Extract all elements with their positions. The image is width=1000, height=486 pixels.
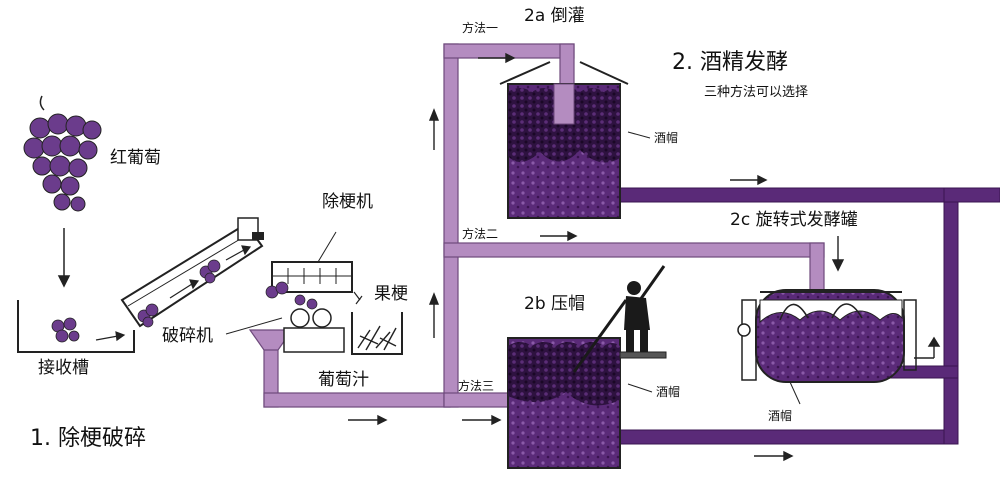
title-punchdown: 2b 压帽 <box>524 294 586 314</box>
title-rotary: 2c 旋转式发酵罐 <box>730 210 858 230</box>
fermentation-note: 三种方法可以选择 <box>704 85 809 100</box>
destemmer-machine <box>248 261 353 353</box>
label-stems: 果梗 <box>374 284 408 304</box>
flow-arrows <box>348 52 794 462</box>
label-destemmer: 除梗机 <box>322 192 373 212</box>
grape-bunch-icon <box>23 95 102 212</box>
section-title-stemming: 1. 除梗破碎 <box>30 426 146 451</box>
pipe-network <box>263 43 825 408</box>
label-grape-juice: 葡萄汁 <box>318 370 369 390</box>
section-title-fermentation: 2. 酒精发酵 <box>672 50 788 75</box>
label-cap-a: 酒帽 <box>654 131 679 145</box>
conveyor-elevator <box>120 217 264 328</box>
rotary-fermenter <box>737 236 941 383</box>
label-red-grapes: 红葡萄 <box>110 148 161 168</box>
worker-figure <box>624 281 650 352</box>
tank-punchdown <box>507 265 667 469</box>
label-leaders <box>225 131 801 405</box>
wine-output-pipes <box>617 187 1000 445</box>
label-cap-b: 酒帽 <box>656 385 681 399</box>
label-receiving-trough: 接收槽 <box>38 358 89 378</box>
label-method-one: 方法一 <box>462 21 499 35</box>
label-crusher: 破碎机 <box>162 326 213 346</box>
label-cap-c: 酒帽 <box>768 409 793 423</box>
label-method-two: 方法二 <box>462 227 499 241</box>
tank-pumpover <box>499 61 629 219</box>
stems-bin <box>351 291 403 355</box>
arrow-down-icon <box>57 228 71 288</box>
title-pumpover: 2a 倒灌 <box>524 6 585 26</box>
label-method-three: 方法三 <box>458 379 495 393</box>
receiving-trough <box>17 300 135 353</box>
